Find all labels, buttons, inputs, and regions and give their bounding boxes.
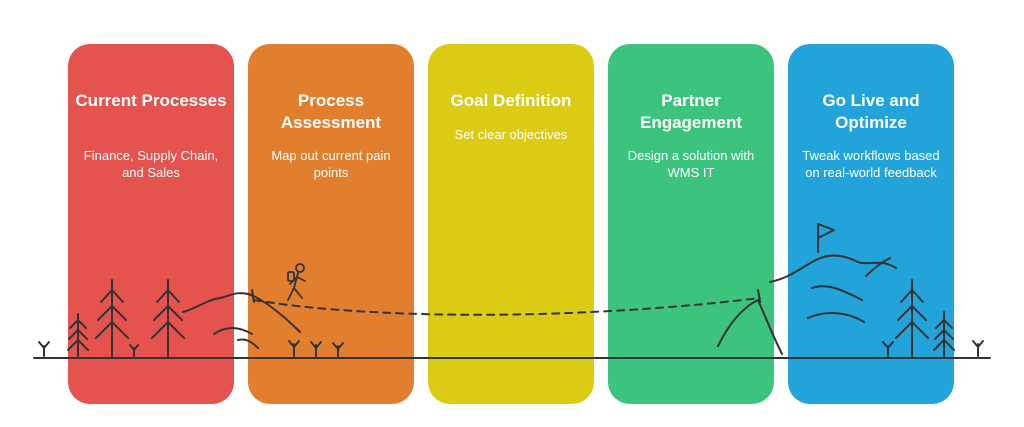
- step-description: Tweak workflows based on real-world feed…: [802, 148, 940, 180]
- dashed-trail: [253, 297, 761, 316]
- step-description: Set clear objectives: [454, 127, 568, 142]
- mountain-icon: [807, 312, 865, 323]
- step-title: Go Live and Optimize: [822, 91, 920, 132]
- grass-tuft-icon: [129, 344, 139, 357]
- mountain-icon: [717, 299, 783, 355]
- step-card-go-live-and-optimize: Go Live and Optimize Tweak workflows bas…: [788, 44, 954, 404]
- step-title: Process Assessment: [280, 91, 382, 132]
- mountain-icon: [182, 292, 301, 333]
- step-title: Partner Engagement: [639, 91, 743, 132]
- grass-tuft-icon: [38, 341, 50, 357]
- mountain-icon: [213, 327, 253, 335]
- grass-tuft-icon: [882, 341, 894, 357]
- grass-tuft-icon: [332, 342, 344, 357]
- grass-tuft-icon: [972, 340, 984, 357]
- step-description: Design a solution with WMS IT: [627, 148, 755, 180]
- mountain-icon: [769, 254, 897, 283]
- pine-tree-icon: [933, 311, 955, 357]
- step-card-current-processes: Current Processes Finance, Supply Chain,…: [68, 44, 234, 404]
- trail-end-pole: [757, 289, 761, 303]
- grass-tuft-icon: [288, 340, 300, 357]
- hiker-icon: [287, 263, 306, 301]
- step-card-partner-engagement: Partner Engagement Design a solution wit…: [608, 44, 774, 404]
- pine-tree-icon: [151, 279, 185, 357]
- mountain-icon: [865, 257, 891, 277]
- step-description: Finance, Supply Chain, and Sales: [83, 148, 219, 180]
- step-title: Current Processes: [75, 91, 227, 110]
- step-card-goal-definition: Goal Definition Set clear objectives: [428, 44, 594, 404]
- step-card-process-assessment: Process Assessment Map out current pain …: [248, 44, 414, 404]
- flag-icon: [817, 223, 835, 253]
- mountain-icon: [811, 285, 863, 301]
- pine-tree-icon: [95, 279, 129, 357]
- grass-tuft-icon: [310, 341, 322, 357]
- pine-tree-icon: [67, 313, 89, 357]
- step-description: Map out current pain points: [271, 148, 391, 180]
- step-title: Goal Definition: [450, 91, 572, 110]
- pine-tree-icon: [895, 279, 929, 357]
- mountain-icon: [237, 338, 259, 349]
